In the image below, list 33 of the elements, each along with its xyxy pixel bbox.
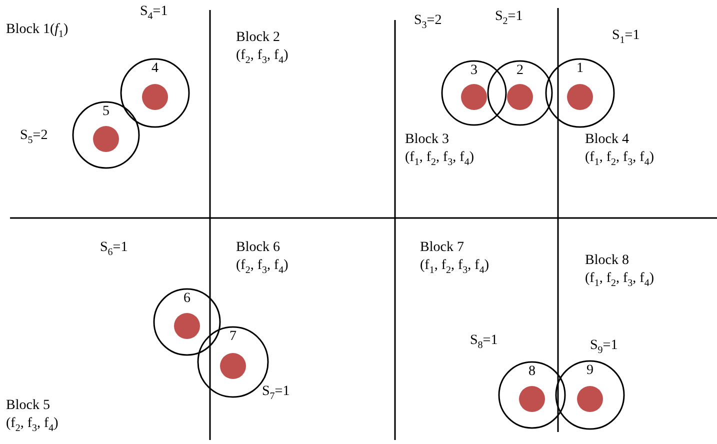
region-label: Block 1(f$_{1}$) (6, 22, 68, 42)
region-label: Block 5 (6, 398, 50, 414)
region-label: (f$_{1}$, f$_{2}$, f$_{3}$, f$_{4}$) (420, 258, 490, 278)
circle-number: 9 (586, 364, 594, 378)
region-label: Block 8 (585, 253, 629, 269)
region-label: S$_{2}$=1 (495, 9, 523, 29)
region-label: (f$_{1}$, f$_{2}$, f$_{3}$, f$_{4}$) (585, 271, 654, 291)
region-label: S$_{5}$=2 (20, 128, 48, 148)
region-label: Block 2 (236, 30, 280, 46)
region-label: (f$_{1}$, f$_{2}$, f$_{3}$, f$_{4}$) (405, 150, 474, 170)
region-label: (f$_{1}$, f$_{2}$, f$_{3}$, f$_{4}$) (585, 150, 654, 170)
region-label: S$_{1}$=1 (612, 28, 640, 48)
circle-number: 8 (528, 365, 536, 379)
circle-number: 7 (228, 330, 238, 344)
circle-number: 4 (150, 62, 160, 76)
circle-number: 1 (576, 62, 584, 76)
region-label: S$_{8}$=1 (470, 333, 498, 353)
circle-number: 5 (102, 105, 110, 119)
region-label: (f$_{2}$, f$_{3}$, f$_{4}$) (236, 258, 288, 278)
region-label: Block 4 (585, 132, 629, 148)
region-label: Block 3 (405, 132, 449, 148)
region-label: (f$_{2}$, f$_{3}$, f$_{4}$) (236, 48, 288, 68)
region-label: S$_{4}$=1 (140, 4, 168, 24)
region-label: S$_{6}$=1 (100, 240, 128, 260)
circle-number: 2 (516, 64, 524, 78)
region-label: Block 7 (420, 240, 464, 256)
circle-number: 6 (182, 292, 192, 306)
region-label: S$_{7}$=1 (262, 384, 290, 404)
region-label: Block 6 (236, 240, 280, 256)
region-label: (f$_{2}$, f$_{3}$, f$_{4}$) (6, 416, 58, 436)
circle-number: 3 (470, 64, 478, 78)
region-label: S$_{9}$=1 (590, 338, 618, 358)
region-label: S$_{3}$=2 (414, 13, 442, 33)
